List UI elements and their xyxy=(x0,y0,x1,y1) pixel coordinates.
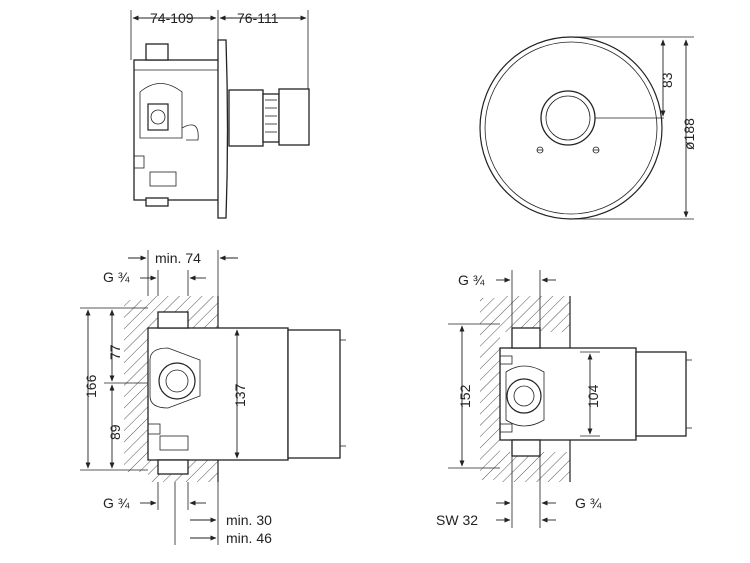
front-section: G ¾ 152 104 SW 32 G ¾ xyxy=(436,270,692,528)
front-view: 83 ø188 xyxy=(479,36,697,220)
min-b-label: min. 46 xyxy=(226,530,272,546)
offset-label: 83 xyxy=(659,72,675,88)
fs-thread-bottom-label: G ¾ xyxy=(575,495,602,511)
min-depth-label: min. 74 xyxy=(155,250,201,266)
side-section: G ¾ min. 74 166 77 89 137 G ¾ min. 30 mi… xyxy=(80,250,346,546)
fs-wrench-label: SW 32 xyxy=(436,512,478,528)
total-height-label: 166 xyxy=(83,374,99,398)
fs-thread-top-label: G ¾ xyxy=(458,272,485,288)
depth-label-a: 74-109 xyxy=(150,10,194,26)
upper-height-label: 77 xyxy=(107,344,123,360)
min-a-label: min. 30 xyxy=(226,512,272,528)
diameter-label: ø188 xyxy=(681,118,697,150)
box-height-label: 137 xyxy=(232,383,248,407)
lower-height-label: 89 xyxy=(107,424,123,440)
side-view: 74-109 76-111 xyxy=(130,10,310,219)
fs-height-label: 152 xyxy=(457,384,473,408)
thread-top-label: G ¾ xyxy=(103,269,130,285)
depth-label-b: 76-111 xyxy=(237,10,279,26)
fs-inner-label: 104 xyxy=(585,384,601,408)
thread-bottom-label: G ¾ xyxy=(103,495,130,511)
